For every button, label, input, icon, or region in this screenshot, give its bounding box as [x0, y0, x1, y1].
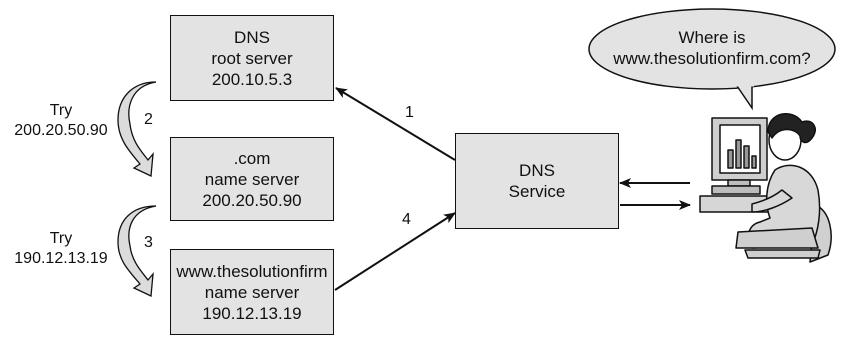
com-server-title: .com	[233, 148, 271, 168]
try-label-1-ip: 200.20.50.90	[14, 122, 108, 139]
com-server-role: name server	[204, 169, 300, 189]
referral-arrow-2	[117, 81, 157, 177]
root-server-title: DNS	[234, 27, 270, 47]
step-number-2: 2	[144, 111, 153, 128]
dns-service-label: Service	[508, 182, 566, 201]
root-server-role: root server	[211, 48, 293, 68]
referral-arrow-3	[117, 205, 157, 297]
com-server-ip: 200.20.50.90	[202, 190, 302, 210]
step-number-4: 4	[402, 211, 411, 228]
dns-service-title: DNS	[519, 161, 555, 180]
solution-server-ip: 190.12.13.19	[202, 303, 302, 323]
solution-server-title: www.thesolutionfirm	[176, 261, 328, 281]
try-label-2-ip: 190.12.13.19	[14, 250, 108, 267]
com-server-box: .com name server 200.20.50.90	[170, 137, 334, 221]
root-server-box: DNS root server 200.10.5.3	[170, 15, 334, 101]
arrow-to-dns-service	[334, 212, 456, 291]
root-server-ip: 200.10.5.3	[211, 69, 293, 89]
bubble-text: Where is www.thesolutionfirm.com?	[590, 27, 834, 69]
dns-service-box: DNS Service	[455, 133, 619, 229]
arrow-to-root-server	[335, 87, 456, 161]
try-label-1-text: Try	[49, 102, 73, 119]
try-label-2-text: Try	[49, 230, 73, 247]
speech-bubble	[588, 8, 836, 111]
solution-server-role: name server	[204, 282, 300, 302]
try-label-2: Try 190.12.13.19	[0, 229, 122, 269]
try-label-1: Try 200.20.50.90	[0, 101, 122, 141]
user-at-computer-icon	[699, 112, 832, 263]
solution-server-box: www.thesolutionfirm name server 190.12.1…	[170, 249, 334, 335]
step-number-1: 1	[405, 104, 414, 121]
step-number-3: 3	[144, 234, 153, 251]
bubble-text-line1: Where is	[678, 28, 746, 47]
bubble-text-line2: www.thesolutionfirm.com?	[613, 49, 811, 68]
